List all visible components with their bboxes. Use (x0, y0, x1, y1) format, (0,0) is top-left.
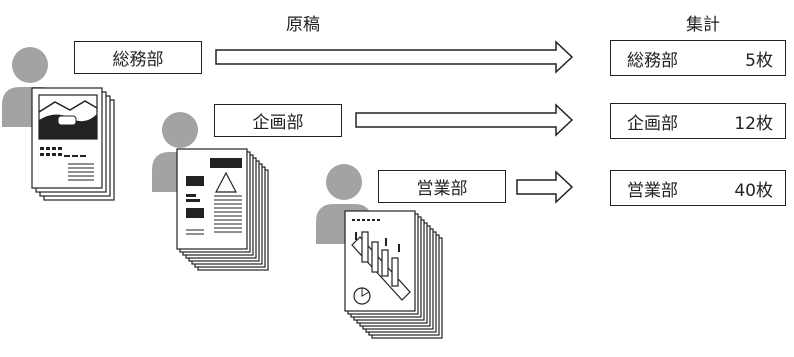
total-box-planning: 企画部 12枚 (610, 103, 786, 139)
total-dept-name: 企画部 (627, 113, 678, 134)
total-dept-name: 営業部 (627, 180, 678, 201)
document-stack-icon (176, 148, 269, 271)
document-stack-icon (344, 210, 443, 339)
arrow-icon (215, 40, 574, 74)
dept-box-sales: 営業部 (378, 170, 506, 203)
total-header: 集計 (686, 15, 720, 35)
total-count: 40枚 (734, 180, 773, 201)
arrow-icon (516, 170, 574, 204)
total-dept-name: 総務部 (627, 50, 678, 71)
document-stack-icon (31, 87, 115, 201)
total-box-sales: 営業部 40枚 (610, 170, 786, 206)
total-count: 5枚 (745, 50, 773, 71)
arrow-icon (355, 103, 574, 137)
total-box-general-affairs: 総務部 5枚 (610, 40, 786, 76)
dept-box-planning: 企画部 (214, 104, 342, 137)
originals-header: 原稿 (286, 15, 320, 35)
dept-box-general-affairs: 総務部 (74, 41, 202, 74)
total-count: 12枚 (734, 113, 773, 134)
